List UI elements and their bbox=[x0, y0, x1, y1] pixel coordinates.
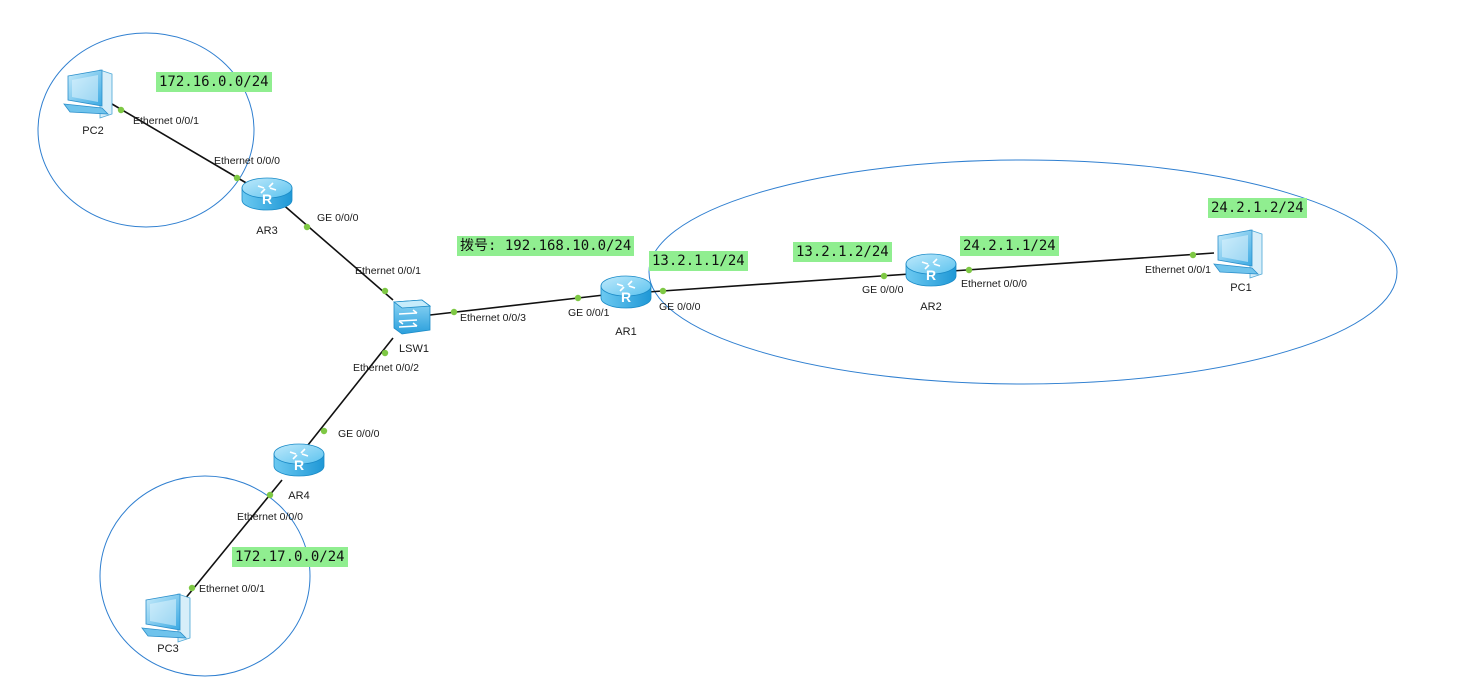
ar2-ge-ip-label: 13.2.1.2/24 bbox=[793, 242, 892, 262]
port-dot bbox=[320, 427, 328, 435]
ar4-name: AR4 bbox=[288, 490, 309, 502]
port-dot bbox=[266, 491, 274, 499]
pc2-network-label: 172.16.0.0/24 bbox=[156, 72, 272, 92]
port-dot bbox=[188, 584, 196, 592]
port-dot bbox=[659, 287, 667, 295]
ar3-ge-port-label: GE 0/0/0 bbox=[317, 212, 359, 224]
port-dot bbox=[381, 349, 389, 357]
port-dot bbox=[303, 223, 311, 231]
ar3-name: AR3 bbox=[256, 225, 277, 237]
link-lsw1-ar4 bbox=[303, 337, 394, 451]
ar4-eth-port-label: Ethernet 0/0/0 bbox=[237, 511, 303, 523]
pc3-port-label: Ethernet 0/0/1 bbox=[199, 583, 265, 595]
ar2-router-icon[interactable] bbox=[905, 253, 957, 287]
pc2-icon[interactable] bbox=[63, 69, 113, 119]
pc1-port-label: Ethernet 0/0/1 bbox=[1145, 264, 1211, 276]
port-dot bbox=[1189, 251, 1197, 259]
link-ar2-pc1 bbox=[951, 252, 1215, 272]
ar3-eth-port-label: Ethernet 0/0/0 bbox=[214, 155, 280, 167]
port-dot bbox=[233, 174, 241, 182]
ar4-ge-port-label: GE 0/0/0 bbox=[338, 428, 380, 440]
lsw1-name: LSW1 bbox=[399, 343, 429, 355]
ar2-eth-ip-label: 24.2.1.1/24 bbox=[960, 236, 1059, 256]
port-dot bbox=[574, 294, 582, 302]
ar1-ip-label: 13.2.1.1/24 bbox=[649, 251, 748, 271]
ar4-router-icon[interactable] bbox=[273, 443, 325, 477]
pc1-icon[interactable] bbox=[1213, 229, 1263, 279]
pc2-name: PC2 bbox=[82, 125, 103, 137]
ar1-name: AR1 bbox=[615, 326, 636, 338]
ar1-router-icon[interactable] bbox=[600, 275, 652, 309]
dial-network-label: 拨号: 192.168.10.0/24 bbox=[457, 236, 635, 256]
wan-area-ellipse bbox=[648, 159, 1398, 385]
pc3-name: PC3 bbox=[157, 643, 178, 655]
lsw1-e1-port-label: Ethernet 0/0/1 bbox=[355, 265, 421, 277]
pc1-ip-label: 24.2.1.2/24 bbox=[1208, 198, 1307, 218]
link-ar4-pc3 bbox=[179, 479, 283, 606]
ar2-name: AR2 bbox=[920, 301, 941, 313]
port-dot bbox=[117, 106, 125, 114]
lsw1-e2-port-label: Ethernet 0/0/2 bbox=[353, 362, 419, 374]
link-pc2-ar3 bbox=[111, 103, 249, 185]
ar2-eth-port-label: Ethernet 0/0/0 bbox=[961, 278, 1027, 290]
port-dot bbox=[450, 308, 458, 316]
ar3-router-icon[interactable] bbox=[241, 177, 293, 211]
ar1-ge1-port-label: GE 0/0/1 bbox=[568, 307, 610, 319]
ar2-ge-port-label: GE 0/0/0 bbox=[862, 284, 904, 296]
pc2-area-circle bbox=[37, 32, 255, 228]
ar1-ge0-port-label: GE 0/0/0 bbox=[659, 301, 701, 313]
pc3-area-circle bbox=[99, 475, 311, 677]
lsw1-e3-port-label: Ethernet 0/0/3 bbox=[460, 312, 526, 324]
port-dots bbox=[117, 106, 1197, 592]
link-ar1-ar2 bbox=[647, 273, 911, 293]
port-dot bbox=[381, 287, 389, 295]
link-ar3-lsw1 bbox=[279, 201, 394, 301]
lsw1-switch-icon[interactable] bbox=[393, 299, 431, 335]
port-dot bbox=[880, 272, 888, 280]
pc3-icon[interactable] bbox=[141, 593, 191, 643]
pc2-port-label: Ethernet 0/0/1 bbox=[133, 115, 199, 127]
pc1-name: PC1 bbox=[1230, 282, 1251, 294]
pc3-network-label: 172.17.0.0/24 bbox=[232, 547, 348, 567]
port-dot bbox=[965, 266, 973, 274]
